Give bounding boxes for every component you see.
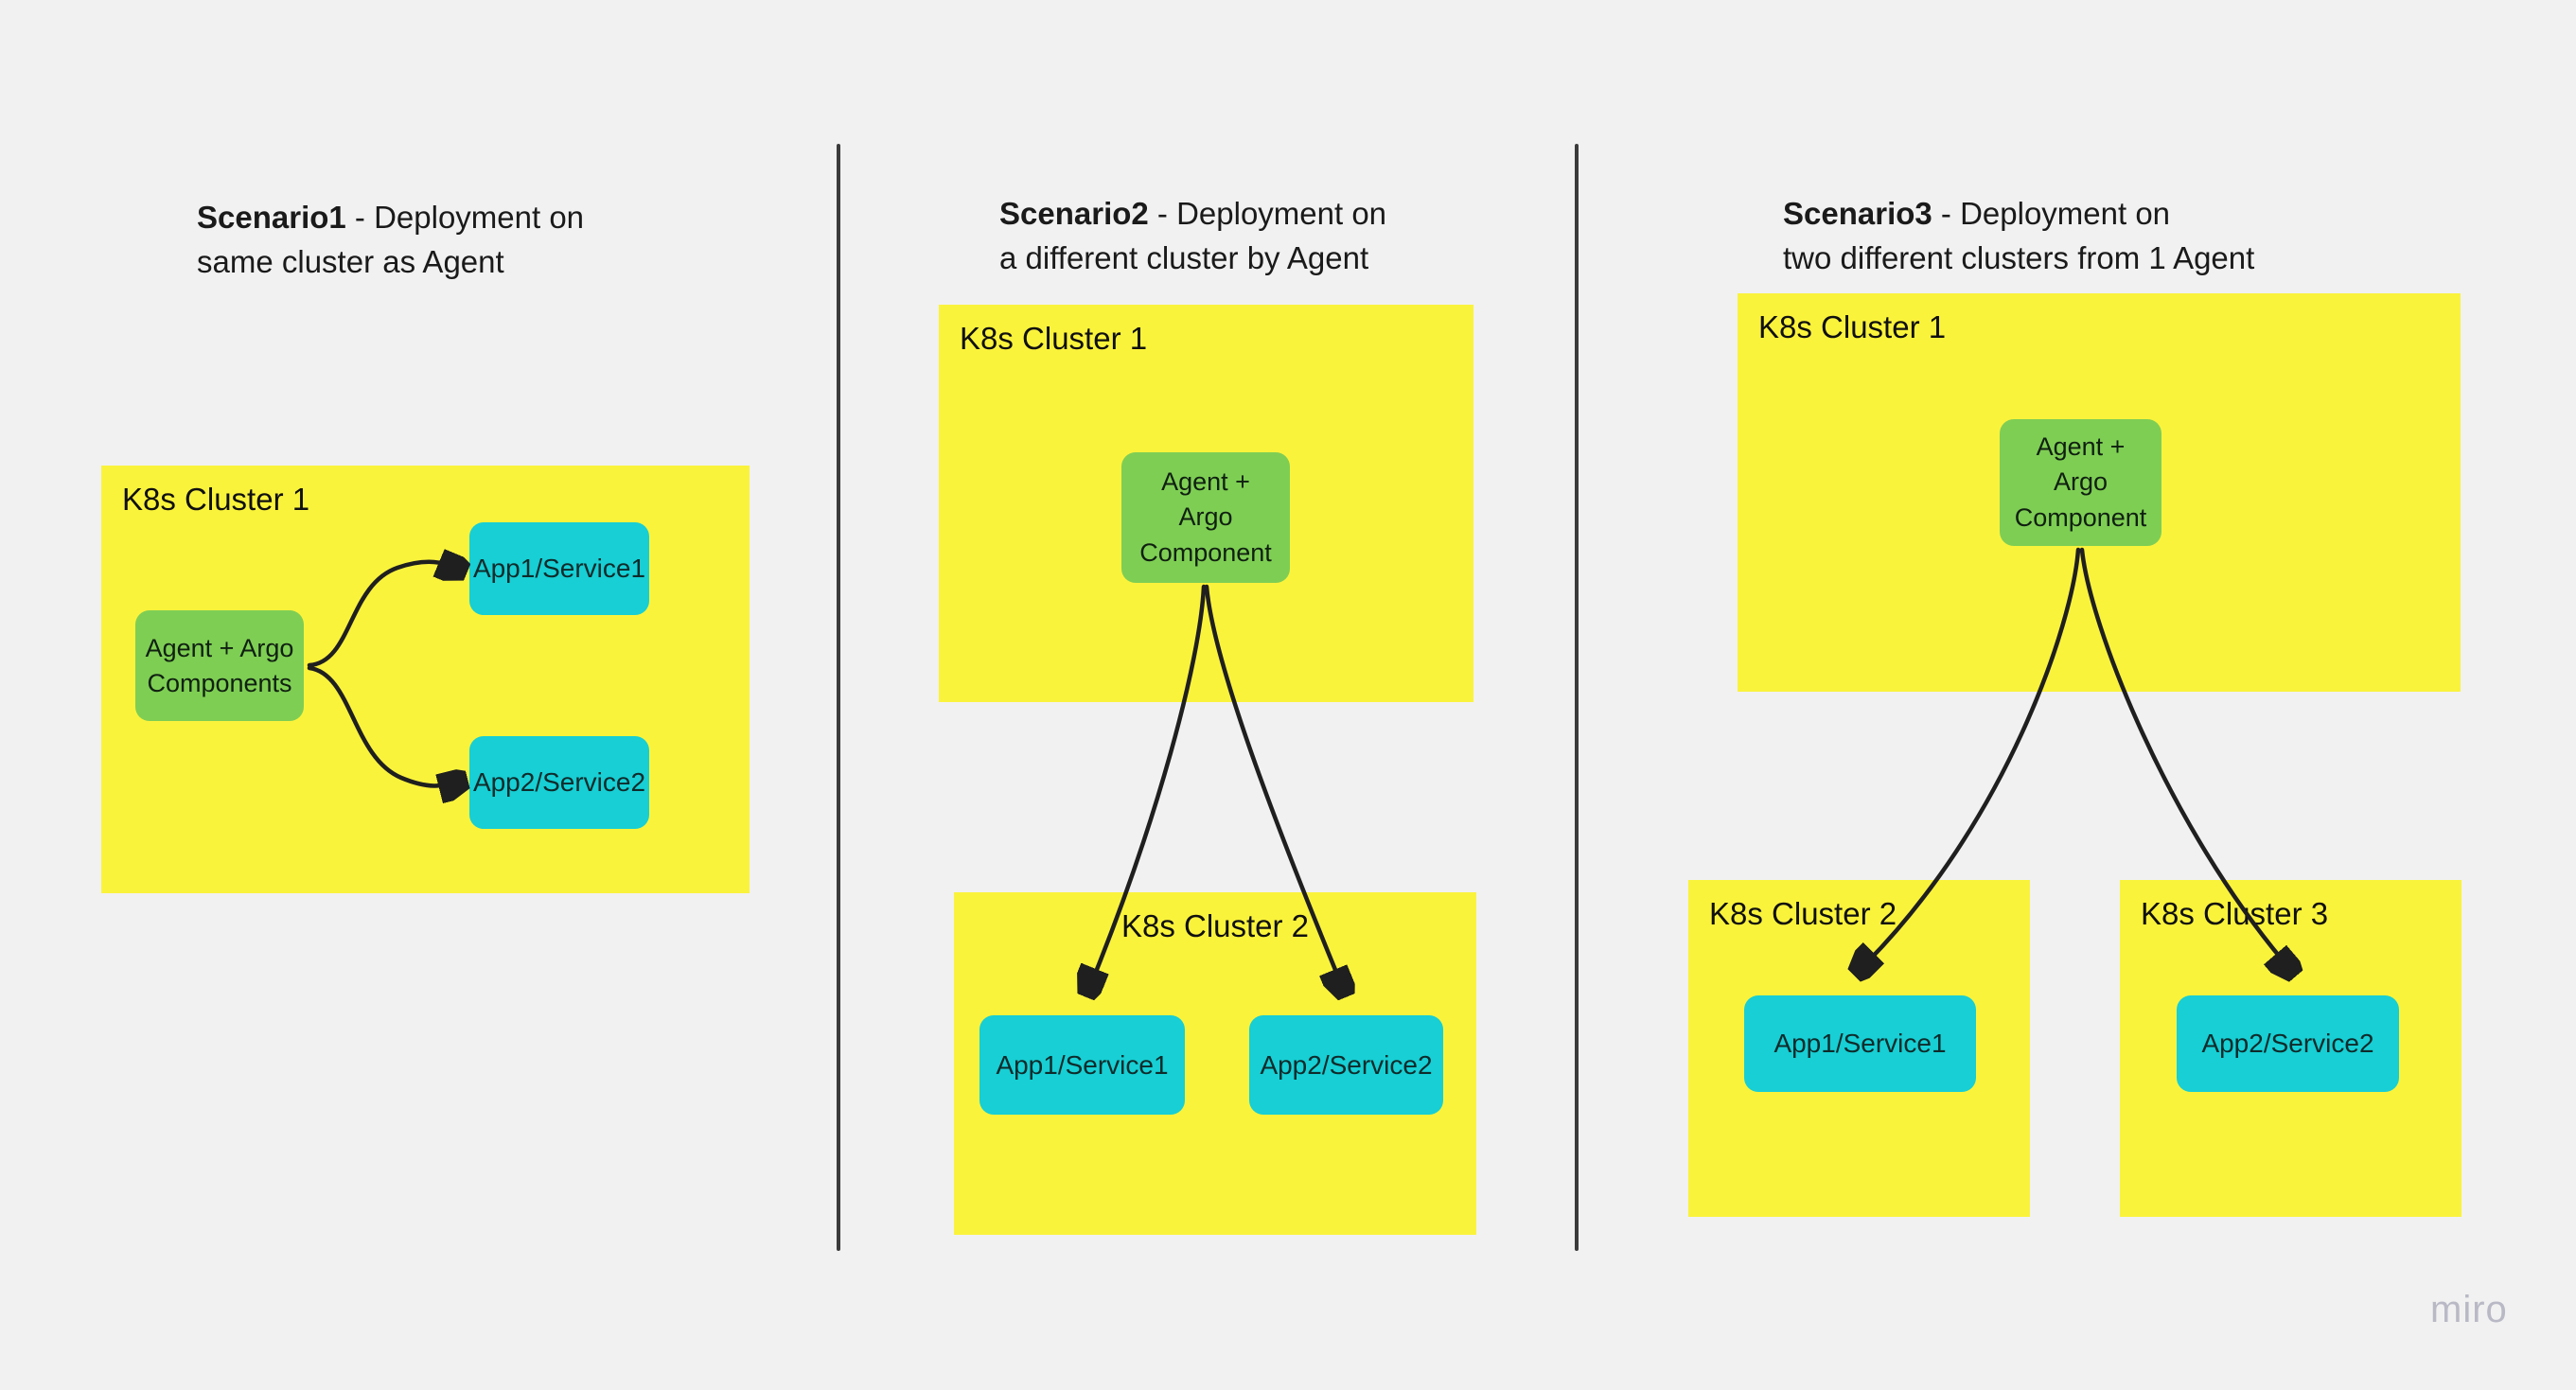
s2-cluster1-label: K8s Cluster 1 — [960, 321, 1148, 356]
divider-1 — [837, 144, 840, 1251]
s3-cluster3-label: K8s Cluster 3 — [2141, 896, 2329, 931]
s2-app1-node[interactable]: App1/Service1 — [979, 1015, 1185, 1115]
s2-app2-node[interactable]: App2/Service2 — [1249, 1015, 1443, 1115]
miro-watermark: miro — [2430, 1289, 2508, 1330]
s3-app2-node[interactable]: App2/Service2 — [2177, 995, 2399, 1092]
s1-app2-node[interactable]: App2/Service2 — [469, 736, 649, 829]
s3-cluster2-label: K8s Cluster 2 — [1709, 896, 1897, 931]
s3-agent-node[interactable]: Agent + Argo Component — [2000, 419, 2161, 546]
scenario2-title-strong: Scenario2 — [999, 195, 1149, 231]
scenario2-title: Scenario2 - Deployment on a different cl… — [999, 148, 1529, 281]
s1-agent-node[interactable]: Agent + Argo Components — [135, 610, 304, 721]
s2-agent-node[interactable]: Agent + Argo Component — [1121, 452, 1290, 583]
scenario1-title: Scenario1 - Deployment on same cluster a… — [197, 151, 689, 285]
scenario1-title-strong: Scenario1 — [197, 199, 346, 235]
s3-app1-node[interactable]: App1/Service1 — [1744, 995, 1976, 1092]
scenario3-title-rest: - Deployment on two different clusters f… — [1783, 195, 2255, 275]
s3-cluster1-label: K8s Cluster 1 — [1758, 309, 1947, 344]
s2-cluster2-label: K8s Cluster 2 — [1120, 908, 1310, 943]
scenario3-title-strong: Scenario3 — [1783, 195, 1932, 231]
s1-cluster1-label: K8s Cluster 1 — [122, 482, 310, 517]
s1-app1-node[interactable]: App1/Service1 — [469, 522, 649, 615]
scenario2-title-rest: - Deployment on a different cluster by A… — [999, 195, 1387, 275]
scenario1-title-rest: - Deployment on same cluster as Agent — [197, 199, 585, 279]
scenario3-title: Scenario3 - Deployment on two different … — [1783, 148, 2389, 281]
divider-2 — [1575, 144, 1579, 1251]
